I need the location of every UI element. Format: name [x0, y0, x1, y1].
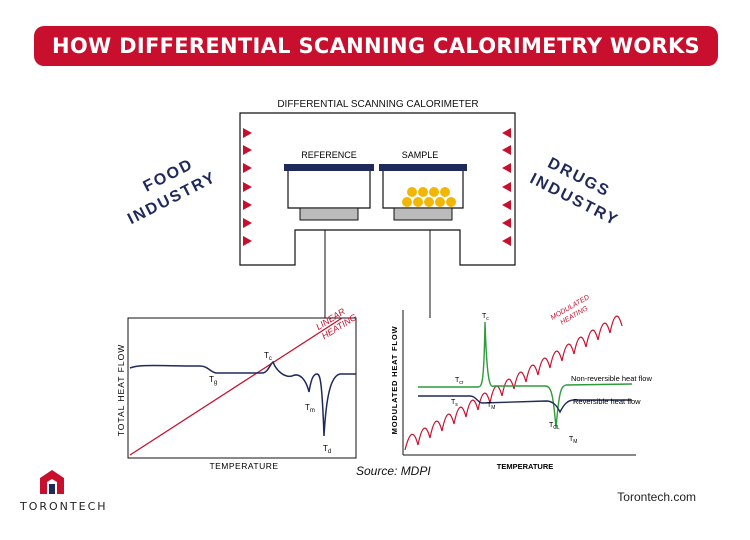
- reversible-label: Reversible heat flow: [573, 397, 641, 406]
- left-plot-y-axis: TOTAL HEAT FLOW: [116, 344, 126, 436]
- food-industry-label: FOOD INDUSTRY: [125, 156, 219, 228]
- reference-label: REFERENCE: [301, 150, 357, 160]
- reference-pan: [287, 171, 371, 209]
- title-banner: HOW DIFFERENTIAL SCANNING CALORIMETRY WO…: [34, 26, 718, 66]
- right-label-tm2: TM: [569, 436, 577, 445]
- right-heaters: [502, 128, 511, 246]
- right-label-tg: Ts: [451, 399, 458, 408]
- left-plot-x-axis: TEMPERATURE: [209, 461, 278, 471]
- site-link[interactable]: Torontech.com: [617, 490, 696, 504]
- page-title: HOW DIFFERENTIAL SCANNING CALORIMETRY WO…: [52, 34, 700, 58]
- left-label-td: Td: [323, 444, 331, 455]
- linear-heating-line: [129, 317, 343, 456]
- left-plot-frame: [127, 317, 357, 459]
- sample-sensor: [393, 207, 453, 221]
- total-heat-flow-curve: [129, 360, 356, 437]
- torontech-logo-icon: [40, 470, 64, 494]
- right-label-tm1: TM: [487, 402, 495, 411]
- source-credit: Source: MDPI: [356, 464, 431, 478]
- sample-label: SAMPLE: [402, 150, 439, 160]
- reference-lid: [284, 164, 374, 171]
- reversible-heat-flow-curve: [418, 395, 632, 414]
- left-heaters: [243, 128, 252, 246]
- sample-material: [402, 187, 456, 207]
- right-label-tcl: TCL: [549, 422, 560, 431]
- reference-sensor: [299, 207, 359, 221]
- drugs-industry-label: DRUGS INDUSTRY: [527, 155, 621, 230]
- right-label-tc: Tc: [482, 313, 489, 322]
- brand-name: TORONTECH: [20, 500, 108, 513]
- left-label-tc: Tc: [264, 351, 272, 362]
- calorimeter-chamber: [239, 112, 516, 266]
- right-plot-x-axis: TEMPERATURE: [497, 462, 554, 471]
- modulated-heating-label: MODULATED HEATING: [550, 294, 591, 327]
- sample-lid: [379, 164, 467, 171]
- right-plot-y-axis: MODULATED HEAT FLOW: [390, 326, 399, 435]
- linear-heating-label: LINEAR HEATING: [314, 306, 358, 341]
- calorimeter-title: DIFFERENTIAL SCANNING CALORIMETER: [277, 99, 478, 110]
- left-label-tm: Tm: [305, 403, 315, 414]
- right-label-tcr: Tcr: [455, 377, 464, 386]
- non-reversible-heat-flow-curve: [418, 321, 633, 429]
- non-reversible-label: Non-reversible heat flow: [571, 374, 652, 383]
- left-label-tg: Tg: [209, 375, 217, 386]
- modulated-heating-wave: [404, 315, 623, 451]
